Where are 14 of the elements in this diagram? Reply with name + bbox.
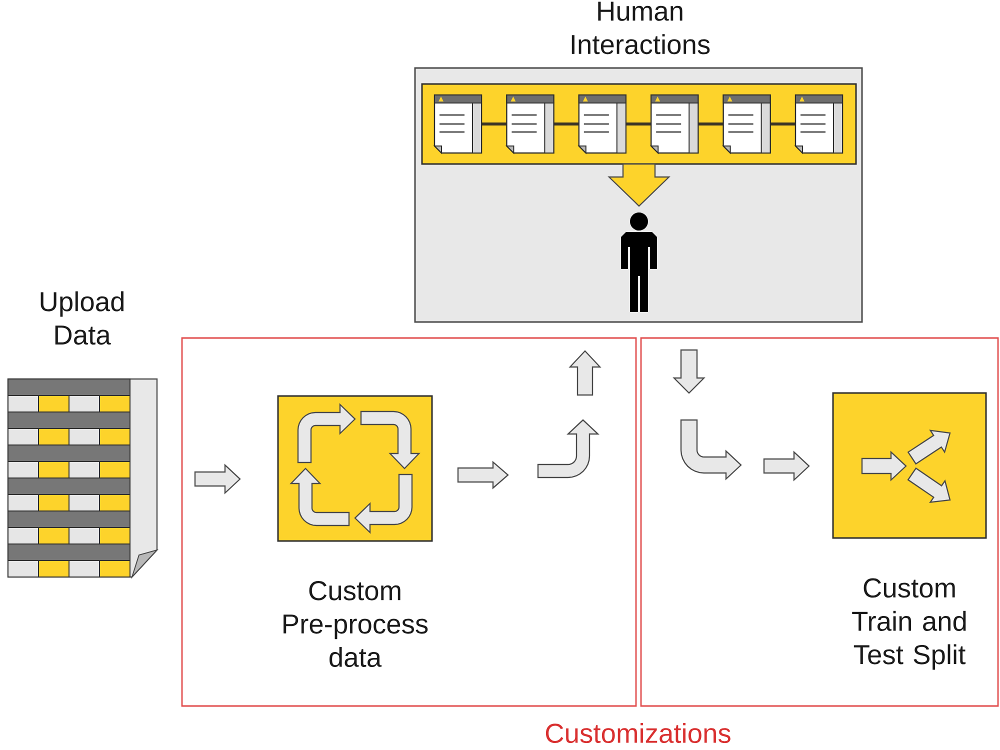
block-arrow (457, 460, 509, 490)
person-icon (621, 212, 657, 312)
block-arrow (763, 450, 810, 482)
step-label: Custom Train and Test Split (852, 578, 966, 670)
heading: Upload Data (40, 291, 124, 345)
group-frame (181, 337, 637, 707)
step-label: Custom Pre-process data (284, 581, 428, 668)
block-arrow (672, 349, 706, 394)
group-label: Customizations (546, 722, 730, 744)
block-arrow (608, 163, 670, 207)
block-arrow (568, 350, 602, 396)
heading: Human Interactions (572, 2, 710, 54)
group-frame (640, 337, 999, 707)
block-arrow (194, 464, 241, 494)
